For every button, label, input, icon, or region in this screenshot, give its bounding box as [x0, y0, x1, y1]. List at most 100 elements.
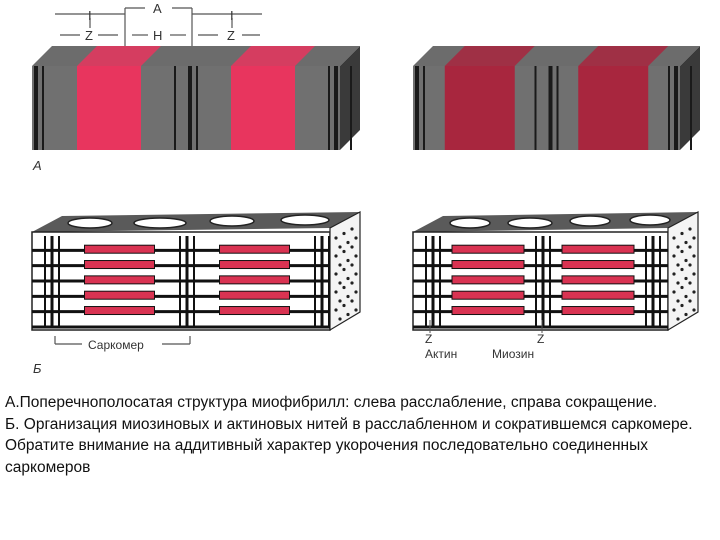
- z-label-2: Z: [537, 332, 544, 346]
- h-zone: [249, 66, 277, 150]
- sarcomere-relaxed: [31, 211, 361, 332]
- z-line: [334, 66, 338, 150]
- block-side: [667, 211, 699, 332]
- z-disc-edge: [58, 236, 60, 328]
- myofibril-contracted: [413, 46, 700, 150]
- filament-dot: [680, 267, 684, 272]
- z-disc-edge: [193, 236, 195, 328]
- filament-dot: [680, 285, 684, 290]
- filament-dot: [688, 227, 692, 231]
- filament-dot: [346, 312, 350, 317]
- filament-dot: [672, 254, 676, 258]
- h-zone: [95, 66, 123, 150]
- m-line: [196, 66, 198, 150]
- filament-dot: [676, 299, 680, 303]
- filaments-contracted: [413, 236, 668, 329]
- figure-caption: А.Поперечнополосатая структура миофибрил…: [5, 392, 710, 478]
- a-band-top: [231, 46, 315, 66]
- a-band-top: [444, 46, 535, 66]
- label-i-left: I: [88, 8, 92, 23]
- caption-line-1: А.Поперечнополосатая структура миофибрил…: [5, 394, 658, 411]
- filament-dot: [354, 308, 358, 312]
- filament-dot: [692, 308, 696, 312]
- cross-section-dots: [334, 227, 358, 321]
- myosin-filament: [219, 244, 290, 254]
- label-h-zone: H: [153, 28, 162, 43]
- filament-dot: [354, 236, 358, 240]
- filament-dot: [346, 276, 350, 281]
- label-z-left: Z: [85, 28, 93, 43]
- myofibril-relaxed: [32, 46, 360, 150]
- z-line: [34, 66, 38, 150]
- block-side: [329, 211, 361, 332]
- filament-dot: [688, 299, 692, 303]
- filament-dot: [338, 245, 342, 249]
- sarcomere-bracket: [54, 336, 191, 345]
- filament-dot: [676, 317, 680, 321]
- m-line: [690, 66, 692, 150]
- band-brackets: [55, 7, 262, 48]
- z-disc: [50, 236, 54, 328]
- filament-dot: [688, 245, 692, 249]
- filament-dot: [342, 249, 346, 254]
- filament-dot: [688, 281, 692, 285]
- z-label-1: Z: [425, 332, 432, 346]
- filament-dot: [334, 308, 338, 312]
- filament-dot: [342, 303, 346, 308]
- filament-dot: [672, 290, 676, 294]
- a-band-top: [77, 46, 161, 66]
- label-a-band: A: [153, 1, 162, 16]
- filament-dot: [680, 231, 684, 236]
- z-disc-edge: [328, 236, 330, 328]
- myosin-filament: [451, 290, 525, 300]
- filament-dot: [334, 254, 338, 258]
- filament-dot: [684, 258, 688, 263]
- filaments-relaxed: [32, 236, 330, 329]
- myosin-filament: [561, 275, 635, 285]
- a-band: [578, 66, 649, 150]
- filament-dot: [672, 272, 676, 276]
- myosin-filament: [84, 290, 155, 300]
- filament-dot: [350, 281, 354, 285]
- z-disc: [541, 236, 545, 328]
- m-line: [174, 66, 176, 150]
- panel-a-letter: А: [32, 158, 42, 173]
- filament-dot: [350, 263, 354, 267]
- filament-dot: [692, 272, 696, 276]
- actin-label: Актин: [425, 347, 457, 361]
- label-z-right: Z: [227, 28, 235, 43]
- filament-dot: [676, 263, 680, 267]
- block-top-surface: [32, 212, 360, 232]
- z-line: [548, 66, 553, 150]
- filament-dot: [688, 263, 692, 267]
- cross-section-dots: [672, 227, 696, 321]
- z-disc-edge: [314, 236, 316, 328]
- filament-dot: [676, 281, 680, 285]
- panel-b: Саркомер Z Z Актин Миозин Б: [31, 211, 699, 376]
- filament-dot: [338, 317, 342, 321]
- stripes-contracted: [415, 46, 692, 150]
- filament-dot: [354, 254, 358, 258]
- z-disc-edge: [44, 236, 46, 328]
- myosin-filament: [219, 275, 290, 285]
- caption-line-2: Б. Организация миозиновых и актиновых ни…: [5, 415, 693, 476]
- filament-dot: [350, 299, 354, 303]
- myosin-filament: [451, 260, 525, 270]
- filament-dot: [334, 290, 338, 294]
- filament-dot: [338, 299, 342, 303]
- z-disc-edge: [645, 236, 647, 328]
- sarcomere-label: Саркомер: [88, 338, 144, 352]
- filament-dot: [342, 267, 346, 272]
- myosin-filament: [219, 306, 290, 316]
- z-disc: [320, 236, 324, 328]
- filament-dot: [342, 231, 346, 236]
- filament-dot: [684, 294, 688, 299]
- m-line: [556, 66, 559, 150]
- myosin-filament: [561, 244, 635, 254]
- myosin-filament: [219, 290, 290, 300]
- filament-dot: [672, 236, 676, 240]
- panel-b-letter: Б: [33, 361, 42, 376]
- myofibril-diagram: I Z A H I Z А: [31, 1, 700, 376]
- filament-dot: [334, 236, 338, 240]
- a-band: [444, 66, 515, 150]
